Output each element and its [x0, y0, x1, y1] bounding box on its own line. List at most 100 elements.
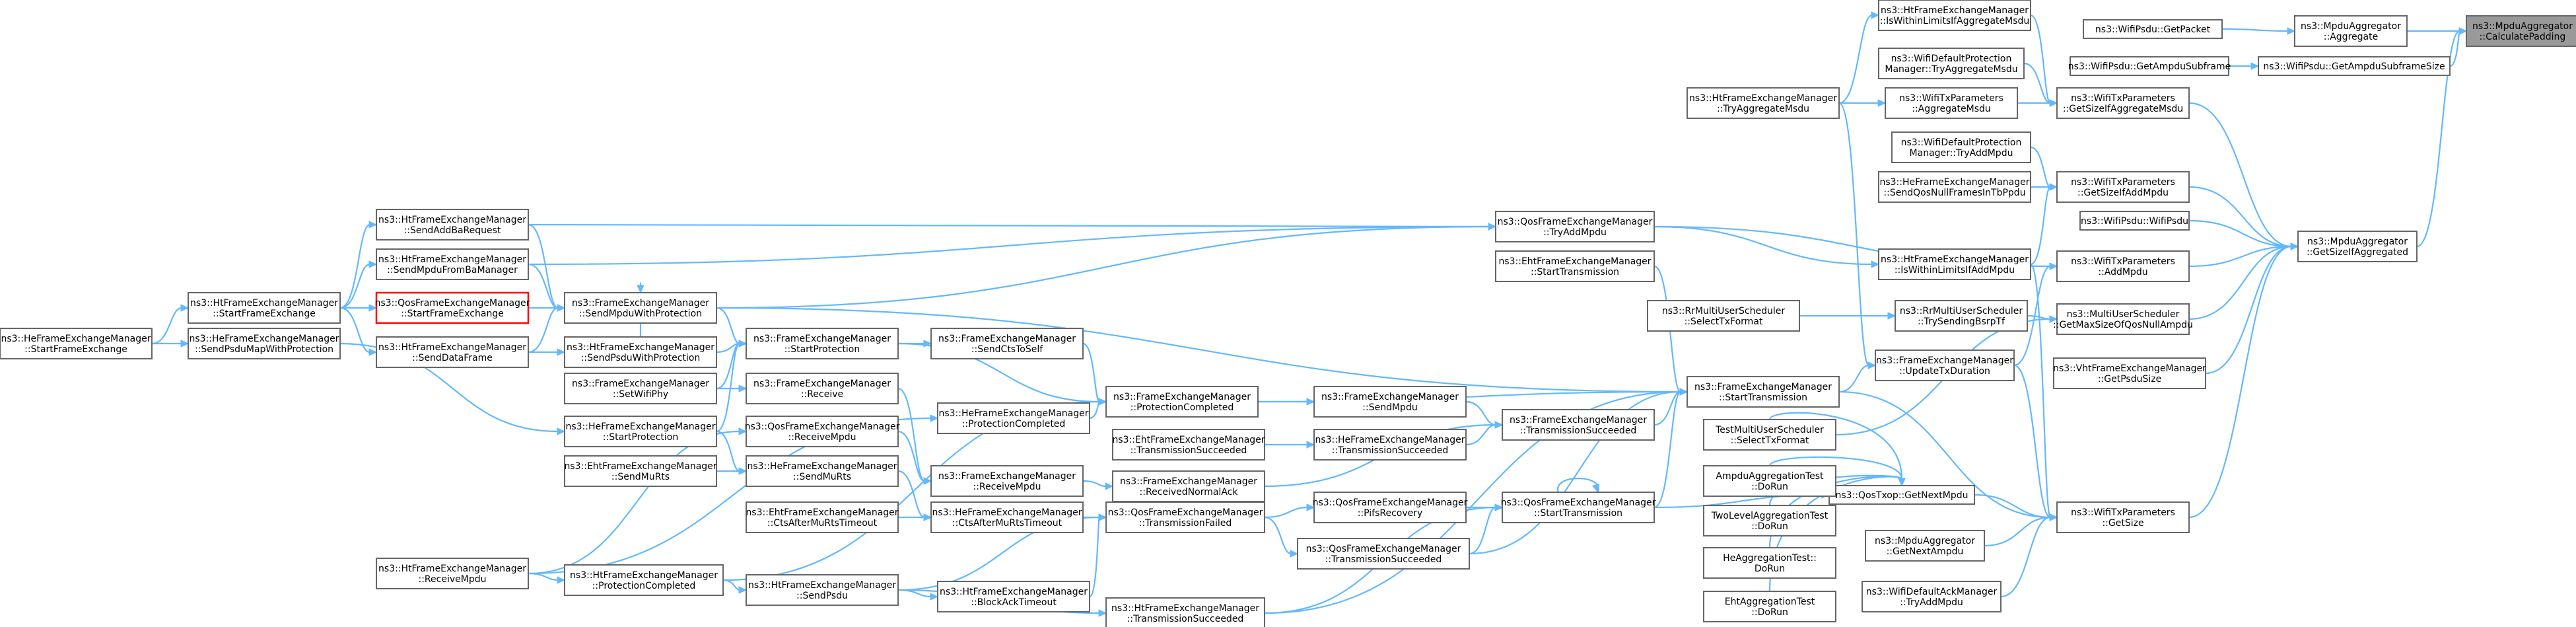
graph-node-ns3-htframeexchangemanager-protectioncompleted[interactable]: ns3::HtFrameExchangeManager::ProtectionC…	[564, 564, 724, 596]
graph-node-ns3-htframeexchangemanager-sendaddbarequest[interactable]: ns3::HtFrameExchangeManager::SendAddBaRe…	[376, 209, 529, 240]
graph-node-ns3-ehtframeexchangemanager-sendmurts[interactable]: ns3::EhtFrameExchangeManager::SendMuRts	[564, 455, 717, 487]
node-box[interactable]	[1313, 492, 1467, 523]
node-box[interactable]	[2070, 56, 2229, 76]
graph-node-ns3-frameexchangemanager-starttransmission[interactable]: ns3::FrameExchangeManager::StartTransmis…	[1687, 376, 1840, 408]
node-box[interactable]	[2056, 250, 2190, 282]
node-box[interactable]	[1502, 409, 1655, 441]
node-box[interactable]	[1112, 429, 1265, 461]
graph-node-ns3-qosframeexchangemanager-receivempdu[interactable]: ns3::QosFrameExchangeManager::ReceiveMpd…	[745, 416, 900, 447]
graph-node-ns3-qosframeexchangemanager-tryaddmpdu[interactable]: ns3::QosFrameExchangeManager::TryAddMpdu	[1495, 211, 1655, 242]
node-box[interactable]	[376, 248, 529, 280]
node-box[interactable]	[375, 291, 530, 324]
node-box[interactable]	[188, 292, 341, 324]
graph-node-ns3-wifipsdu-getampdusubframe[interactable]: ns3::WifiPsdu::GetAmpduSubframe	[2068, 56, 2231, 76]
graph-node-ns3-frameexchangemanager-protectioncompleted[interactable]: ns3::FrameExchangeManager::ProtectionCom…	[1105, 386, 1259, 418]
graph-node-ns3-frameexchangemanager-startprotection[interactable]: ns3::FrameExchangeManager::StartProtecti…	[746, 328, 899, 359]
node-box[interactable]	[2083, 19, 2223, 39]
node-box[interactable]	[1703, 591, 1836, 622]
graph-node-ns3-htframeexchangemanager-tryaggregatemsdu[interactable]: ns3::HtFrameExchangeManager::TryAggregat…	[1687, 87, 1840, 119]
graph-node-ns3-htframeexchangemanager-sendpsduwithprotection[interactable]: ns3::HtFrameExchangeManager::SendPsduWit…	[564, 336, 717, 368]
graph-node-ns3-heframeexchangemanager-ctsaftermurtstimeout[interactable]: ns3::HeFrameExchangeManager::CtsAfterMuR…	[930, 501, 1084, 533]
node-box[interactable]	[1313, 386, 1467, 418]
graph-node-ns3-ehtframeexchangemanager-transmissionsucceeded[interactable]: ns3::EhtFrameExchangeManager::Transmissi…	[1112, 429, 1265, 461]
graph-node-ns3-frameexchangemanager-setwifiphy[interactable]: ns3::FrameExchangeManager::SetWifiPhy	[564, 373, 717, 404]
node-box[interactable]	[937, 581, 1090, 612]
graph-node-ns3-mpduaggregator-getnextampdu[interactable]: ns3::MpduAggregator::GetNextAmpdu	[1865, 530, 1985, 562]
node-box[interactable]	[2294, 15, 2408, 47]
graph-node-ns3-heframeexchangemanager-protectioncompleted[interactable]: ns3::HeFrameExchangeManager::ProtectionC…	[937, 402, 1090, 434]
graph-node-twolevelaggregationtest-dorun[interactable]: TwoLevelAggregationTest::DoRun	[1703, 505, 1836, 536]
node-box[interactable]	[564, 373, 717, 404]
graph-node-ampduaggregationtest-dorun[interactable]: AmpduAggregationTest::DoRun	[1703, 465, 1836, 497]
node-box[interactable]	[746, 501, 899, 533]
graph-node-ns3-mpduaggregator-getsizeifaggregated[interactable]: ns3::MpduAggregator::GetSizeIfAggregated	[2297, 231, 2418, 262]
node-box[interactable]	[930, 465, 1084, 497]
node-box[interactable]	[1105, 501, 1265, 533]
graph-node-ns3-wifitxparameters-getsizeifaggregatemsdu[interactable]: ns3::WifiTxParameters::GetSizeIfAggregat…	[2056, 87, 2190, 119]
graph-node-ns3-htframeexchangemanager-sendmpdufrombamanager[interactable]: ns3::HtFrameExchangeManager::SendMpduFro…	[376, 248, 529, 280]
node-box[interactable]	[376, 336, 529, 368]
graph-node-ns3-ehtframeexchangemanager-ctsaftermurtstimeout[interactable]: ns3::EhtFrameExchangeManager::CtsAfterMu…	[746, 501, 899, 533]
graph-node-ns3-htframeexchangemanager-transmissionsucceeded[interactable]: ns3::HtFrameExchangeManager::Transmissio…	[1105, 597, 1265, 627]
graph-node-ns3-wifitxparameters-getsize[interactable]: ns3::WifiTxParameters::GetSize	[2056, 501, 2190, 533]
graph-node-ns3-frameexchangemanager-receive[interactable]: ns3::FrameExchangeManager::Receive	[746, 373, 899, 404]
graph-node-ns3-wifidefaultackmanager-tryaddmpdu[interactable]: ns3::WifiDefaultAckManager::TryAddMpdu	[1862, 581, 2002, 612]
graph-node-ns3-heframeexchangemanager-sendqosnullframesintbppdu[interactable]: ns3::HeFrameExchangeManager::SendQosNull…	[1878, 171, 2031, 203]
graph-node-ns3-frameexchangemanager-receivednormalack[interactable]: ns3::FrameExchangeManager::ReceivedNorma…	[1112, 470, 1265, 502]
node-box[interactable]	[2056, 303, 2190, 335]
graph-node-ns3-rrmultiuserscheduler-trysendingbsrptf[interactable]: ns3::RrMultiUserScheduler::TrySendingBsr…	[1895, 300, 2028, 332]
node-box[interactable]	[746, 373, 899, 404]
node-box[interactable]	[1687, 376, 1840, 408]
node-box[interactable]	[376, 209, 529, 240]
graph-node-ns3-multiuserscheduler-getmaxsizeofqosnullampdu[interactable]: ns3::MultiUserScheduler::GetMaxSizeOfQos…	[2053, 303, 2193, 335]
node-box[interactable]	[1703, 419, 1836, 451]
node-box[interactable]	[1878, 248, 2031, 280]
node-box[interactable]	[1862, 581, 2002, 612]
node-box[interactable]	[1885, 87, 2018, 119]
node-box[interactable]	[1495, 250, 1655, 282]
node-box[interactable]	[0, 328, 153, 359]
node-box[interactable]	[746, 455, 899, 487]
node-box[interactable]	[1828, 485, 1975, 505]
graph-node-ehtaggregationtest-dorun[interactable]: EhtAggregationTest::DoRun	[1703, 591, 1836, 622]
graph-node-ns3-qostxop-getnextmpdu[interactable]: ns3::QosTxop::GetNextMpdu	[1828, 485, 1975, 505]
graph-node-ns3-wifidefaultprotectionmanager-tryaggregatemsdu[interactable]: ns3::WifiDefaultProtectionManager::TryAg…	[1878, 48, 2025, 79]
node-box[interactable]	[2297, 231, 2418, 262]
graph-node-ns3-qosframeexchangemanager-pifsrecovery[interactable]: ns3::QosFrameExchangeManager::PifsRecove…	[1313, 492, 1468, 523]
graph-node-ns3-htframeexchangemanager-senddataframe[interactable]: ns3::HtFrameExchangeManager::SendDataFra…	[376, 336, 529, 368]
node-box[interactable]	[2466, 15, 2576, 47]
graph-node-ns3-htframeexchangemanager-receivempdu[interactable]: ns3::HtFrameExchangeManager::ReceiveMpdu	[376, 558, 529, 589]
graph-node-ns3-heframeexchangemanager-sendmurts[interactable]: ns3::HeFrameExchangeManager::SendMuRts	[746, 455, 899, 487]
graph-node-ns3-wifitxparameters-aggregatemsdu[interactable]: ns3::WifiTxParameters::AggregateMsdu	[1885, 87, 2018, 119]
graph-node-ns3-qosframeexchangemanager-starttransmission[interactable]: ns3::QosFrameExchangeManager::StartTrans…	[1501, 492, 1656, 523]
node-box[interactable]	[1502, 492, 1655, 523]
graph-node-ns3-vhtframeexchangemanager-getpsdusize[interactable]: ns3::VhtFrameExchangeManager::GetPsduSiz…	[2053, 357, 2206, 389]
graph-node-ns3-qosframeexchangemanager-startframeexchange[interactable]: ns3::QosFrameExchangeManager::StartFrame…	[375, 291, 530, 324]
graph-node-ns3-wifipsdu-wifipsdu[interactable]: ns3::WifiPsdu::WifiPsdu	[2079, 211, 2190, 231]
node-box[interactable]	[564, 292, 717, 324]
node-box[interactable]	[564, 564, 724, 596]
graph-node-ns3-frameexchangemanager-sendmpduwithprotection[interactable]: ns3::FrameExchangeManager::SendMpduWithP…	[564, 292, 717, 324]
graph-node-ns3-ehtframeexchangemanager-starttransmission[interactable]: ns3::EhtFrameExchangeManager::StartTrans…	[1495, 250, 1655, 282]
node-box[interactable]	[1865, 530, 1985, 562]
node-box[interactable]	[1687, 87, 1840, 119]
node-box[interactable]	[1878, 171, 2031, 203]
node-box[interactable]	[1878, 0, 2031, 31]
node-box[interactable]	[1875, 350, 2015, 381]
graph-node-ns3-htframeexchangemanager-iswithinlimitsifaddmpdu[interactable]: ns3::HtFrameExchangeManager::IsWithinLim…	[1878, 248, 2031, 280]
node-box[interactable]	[746, 328, 899, 359]
node-box[interactable]	[1647, 300, 1800, 332]
node-box[interactable]	[2079, 211, 2190, 231]
node-box[interactable]	[746, 574, 899, 606]
node-box[interactable]	[2053, 357, 2206, 389]
graph-node-heaggregationtest-dorun[interactable]: HeAggregationTest::DoRun	[1703, 547, 1836, 579]
node-box[interactable]	[1703, 465, 1836, 497]
graph-node-ns3-htframeexchangemanager-iswithinlimitsifaggregatemsdu[interactable]: ns3::HtFrameExchangeManager::IsWithinLim…	[1878, 0, 2031, 31]
node-box[interactable]	[1313, 429, 1467, 461]
graph-node-ns3-mpduaggregator-calculatepadding[interactable]: ns3::MpduAggregator::CalculatePadding	[2466, 15, 2576, 47]
graph-node-testmultiuserscheduler-selecttxformat[interactable]: TestMultiUserScheduler::SelectTxFormat	[1703, 419, 1836, 451]
graph-node-ns3-heframeexchangemanager-transmissionsucceeded[interactable]: ns3::HeFrameExchangeManager::Transmissio…	[1313, 429, 1467, 461]
graph-node-ns3-wifipsdu-getpacket[interactable]: ns3::WifiPsdu::GetPacket	[2083, 19, 2223, 39]
node-box[interactable]	[2056, 171, 2190, 203]
node-box[interactable]	[746, 416, 899, 447]
